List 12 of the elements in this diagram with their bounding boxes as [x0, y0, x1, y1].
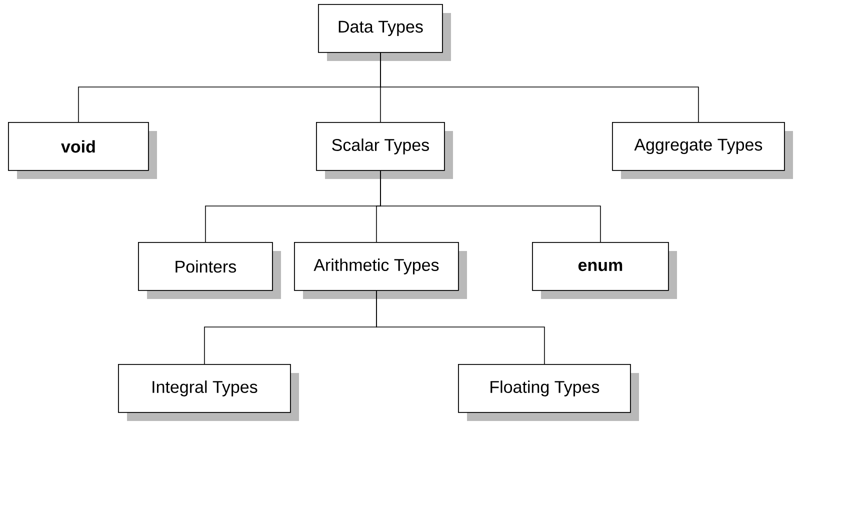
type-box: Aggregate Types — [612, 122, 793, 179]
connector — [380, 170, 601, 242]
type-box: Data Types — [318, 4, 451, 61]
type-box: Pointers — [138, 242, 281, 299]
connector — [380, 52, 699, 122]
type-box: Arithmetic Types — [294, 242, 467, 299]
type-box: enum — [532, 242, 677, 299]
connector — [376, 290, 545, 364]
type-box: Floating Types — [458, 364, 639, 421]
type-box: void — [8, 122, 157, 179]
type-box: Scalar Types — [316, 122, 453, 179]
type-box: Integral Types — [118, 364, 299, 421]
